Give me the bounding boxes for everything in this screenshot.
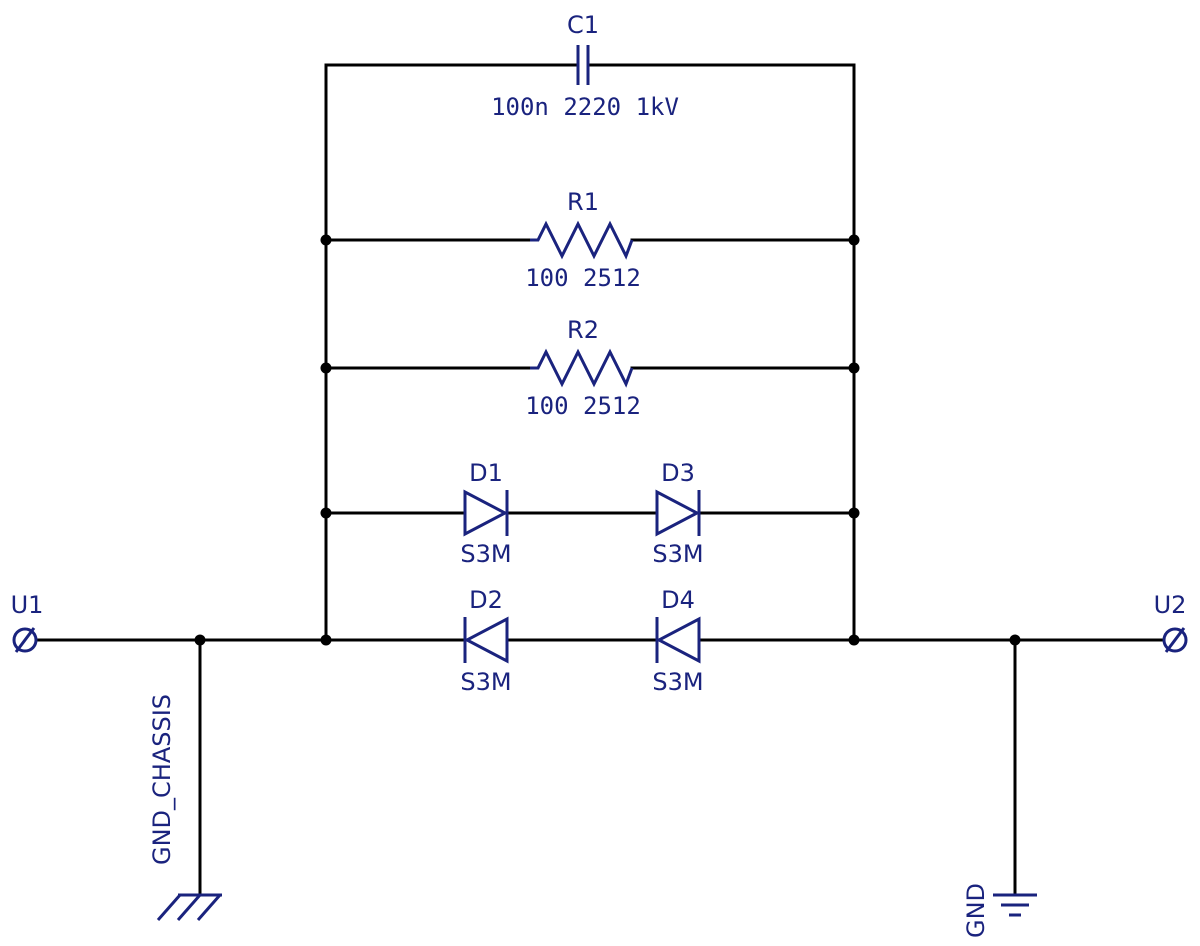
terminal-u2: U2: [1154, 591, 1188, 653]
junction-dot: [320, 234, 332, 246]
d3-ref-label: D3: [661, 459, 695, 487]
chassis-ground-hatch: [196, 894, 222, 921]
diode-triangle: [463, 489, 509, 537]
resistor-r2: R2 100 2512: [525, 316, 641, 420]
d4-ref-label: D4: [661, 586, 695, 614]
r1-value-label: 100 2512: [525, 264, 641, 292]
c1-value-label: 100n 2220 1kV: [491, 93, 679, 121]
resistor-zigzag: [530, 220, 634, 260]
capacitor-c1: C1 100n 2220 1kV: [491, 11, 679, 121]
diode-d3: D3 S3M: [652, 459, 703, 568]
signal-ground: GND: [962, 883, 1037, 938]
resistor-r1: R1 100 2512: [525, 188, 641, 292]
r1-ref-label: R1: [567, 188, 599, 216]
c1-ref-label: C1: [567, 11, 599, 39]
diode-triangle: [655, 616, 701, 664]
d2-ref-label: D2: [469, 586, 503, 614]
terminal-u1: U1: [11, 591, 44, 653]
junction-dot: [320, 362, 332, 374]
d1-ref-label: D1: [469, 459, 503, 487]
chassis-ground-label: GND_CHASSIS: [148, 694, 176, 865]
junction-dot: [320, 507, 332, 519]
terminal-slash: [1164, 627, 1186, 653]
chassis-ground: GND_CHASSIS: [148, 694, 222, 921]
junction-dot: [194, 634, 206, 646]
chassis-ground-hatch: [156, 894, 182, 921]
diode-d1: D1 S3M: [460, 459, 511, 568]
r2-value-label: 100 2512: [525, 392, 641, 420]
r2-ref-label: R2: [567, 316, 599, 344]
diode-triangle: [463, 616, 509, 664]
signal-ground-label: GND: [962, 883, 990, 938]
diode-triangle: [655, 489, 701, 537]
junction-dot: [848, 507, 860, 519]
wires: [35, 63, 1165, 897]
u1-ref-label: U1: [11, 591, 44, 619]
d1-value-label: S3M: [460, 540, 511, 568]
junction-dot: [320, 634, 332, 646]
diode-d4: D4 S3M: [652, 586, 703, 696]
junction-dot: [848, 362, 860, 374]
junctions: [194, 234, 1021, 646]
d4-value-label: S3M: [652, 668, 703, 696]
junction-dot: [848, 634, 860, 646]
junction-dot: [1009, 634, 1021, 646]
diode-d2: D2 S3M: [460, 586, 511, 696]
d3-value-label: S3M: [652, 540, 703, 568]
resistor-zigzag: [530, 348, 634, 388]
u2-ref-label: U2: [1154, 591, 1187, 619]
junction-dot: [848, 234, 860, 246]
terminal-slash: [14, 627, 36, 653]
d2-value-label: S3M: [460, 668, 511, 696]
chassis-ground-hatch: [176, 894, 202, 921]
